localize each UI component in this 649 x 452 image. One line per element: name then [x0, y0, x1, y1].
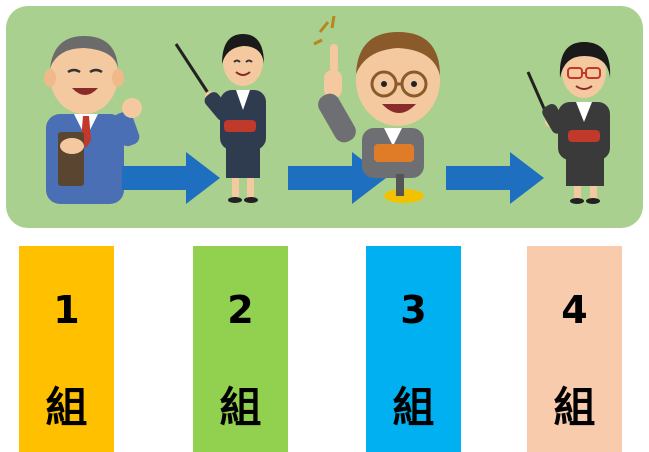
teacher-glasses-figure-icon — [526, 42, 611, 204]
arrow-right-icon — [446, 152, 544, 204]
group-card-3: 3 組 — [366, 246, 461, 452]
arrow-right-icon — [288, 152, 386, 204]
flow-banner — [6, 6, 643, 228]
group-card-1: 1 組 — [19, 246, 114, 452]
group-card-2: 2 組 — [193, 246, 288, 452]
group-unit-label: 組 — [219, 383, 262, 432]
principal-figure-icon — [44, 36, 142, 204]
group-number: 1 — [53, 288, 80, 332]
presenter-figure-icon — [313, 15, 440, 203]
group-unit-label: 組 — [553, 383, 596, 432]
teacher-figure-icon — [174, 34, 266, 203]
group-unit-label: 組 — [392, 383, 435, 432]
arrow-right-icon — [122, 152, 220, 204]
group-number: 3 — [400, 288, 427, 332]
group-card-4: 4 組 — [527, 246, 622, 452]
group-unit-label: 組 — [45, 383, 88, 432]
group-number: 4 — [561, 288, 588, 332]
group-number: 2 — [227, 288, 254, 332]
